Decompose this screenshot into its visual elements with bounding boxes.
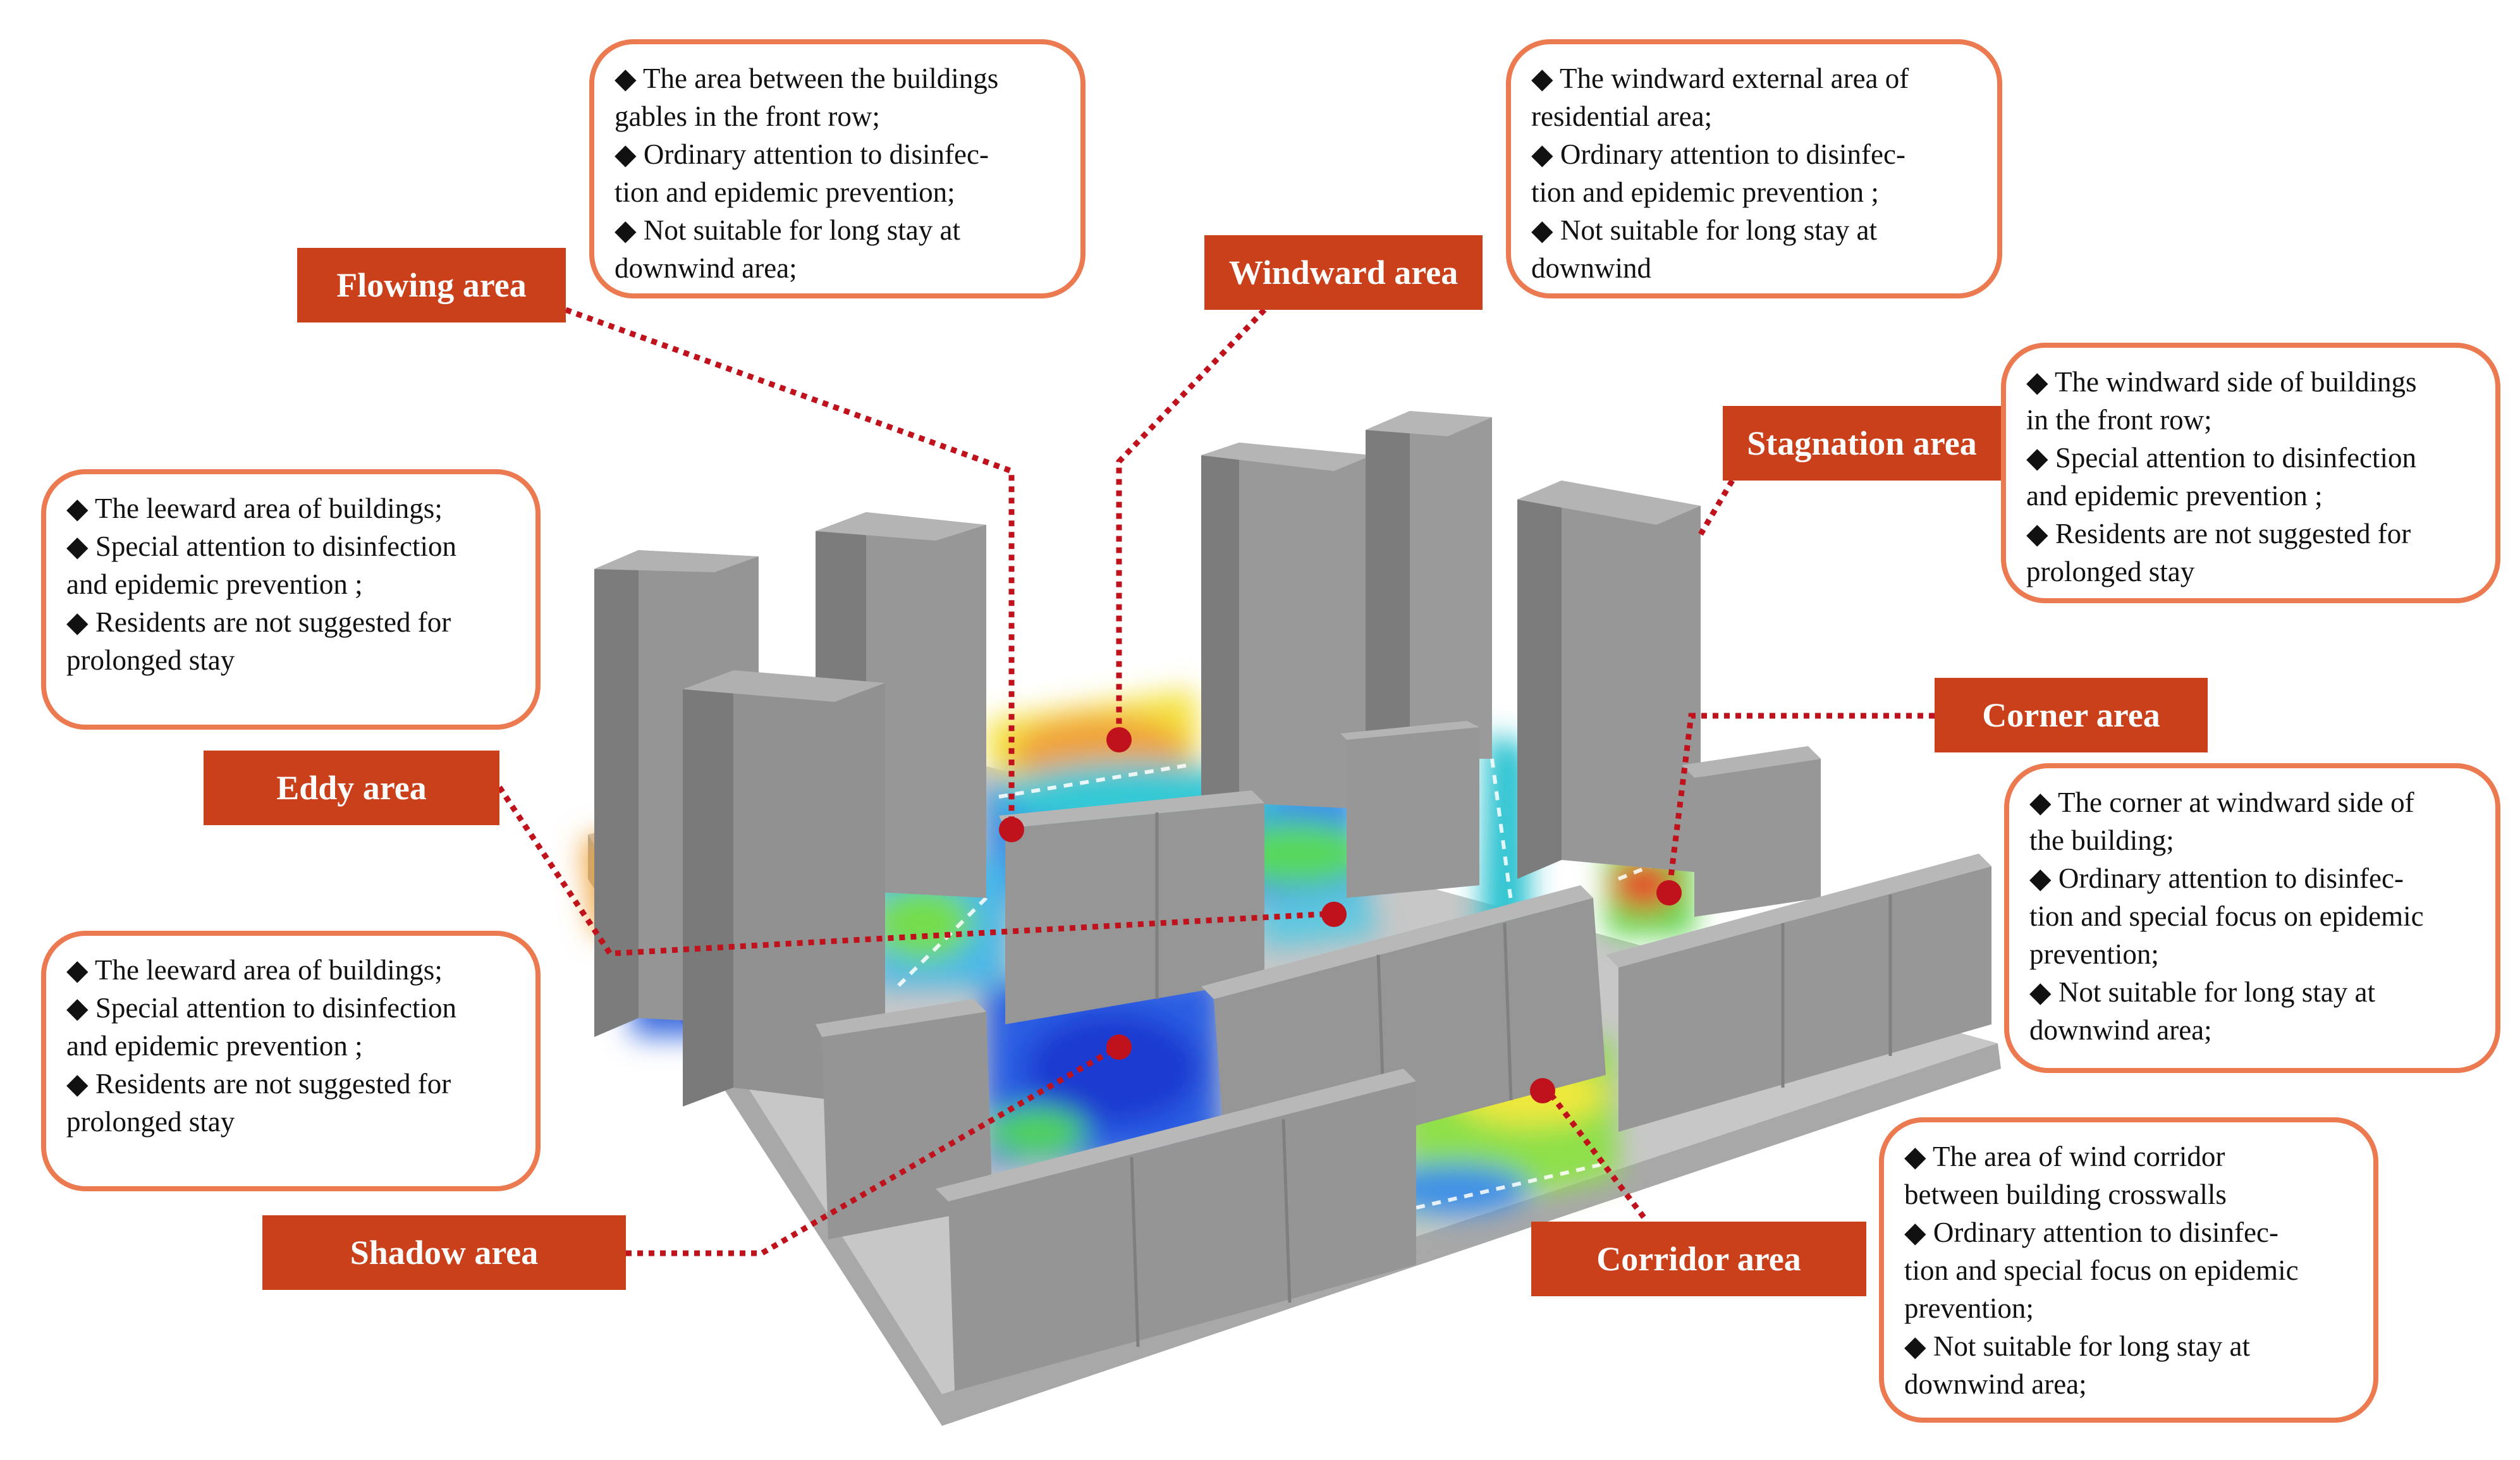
note-line: ◆ Special attention to disinfection: [66, 992, 456, 1024]
note-line: ◆ Ordinary attention to disinfec-: [1904, 1217, 2278, 1248]
note-line: ◆ Not suitable for long stay at: [2029, 976, 2376, 1008]
note-line: the building;: [2029, 825, 2174, 856]
note-line: and epidemic prevention ;: [66, 1030, 363, 1062]
note-line: tion and epidemic prevention;: [615, 176, 955, 208]
note-line: tion and epidemic prevention ;: [1531, 176, 1879, 208]
callout-eddy: ◆ The leeward area of buildings; ◆ Speci…: [41, 469, 541, 730]
note-line: ◆ Residents are not suggested for: [66, 606, 451, 638]
note-line: ◆ Special attention to disinfection: [66, 531, 456, 562]
note-line: ◆ Special attention to disinfection: [2026, 442, 2416, 474]
note-line: ◆ The area of wind corridor: [1904, 1141, 2225, 1172]
callout-stagnation: ◆ The windward side of buildings in the …: [2001, 343, 2500, 603]
note-line: prevention;: [1904, 1292, 2034, 1324]
note-line: prolonged stay: [2026, 556, 2195, 587]
note-line: ◆ The leeward area of buildings;: [66, 954, 443, 986]
marker-shadow: [1106, 1034, 1132, 1060]
label-stagnation-area: Stagnation area: [1723, 406, 2001, 481]
note-line: ◆ The corner at windward side of: [2029, 787, 2414, 818]
note-line: prevention;: [2029, 938, 2159, 970]
note-line: tion and special focus on epidemic: [1904, 1254, 2299, 1286]
note-line: prolonged stay: [66, 1106, 235, 1138]
block-left-small: [816, 999, 993, 1239]
label-shadow-area: Shadow area: [262, 1215, 626, 1290]
note-line: downwind: [1531, 252, 1651, 284]
marker-windward: [1106, 727, 1132, 752]
leader-shadow: [626, 1044, 1121, 1256]
note-line: tion and special focus on epidemic: [2029, 900, 2424, 932]
note-line: between building crosswalls: [1904, 1179, 2227, 1210]
leader-stagnation: [1698, 479, 1735, 536]
tower-back-3: [1517, 481, 1701, 879]
note-line: ◆ Residents are not suggested for: [2026, 518, 2411, 549]
leader-lines: [497, 307, 1935, 1256]
note-line: and epidemic prevention ;: [2026, 480, 2323, 512]
note-line: downwind area;: [1904, 1368, 2087, 1400]
note-line: ◆ Ordinary attention to disinfec-: [615, 138, 989, 170]
note-line: ◆ The windward side of buildings: [2026, 366, 2417, 398]
residential-buildings: [594, 411, 1991, 1391]
note-line: ◆ Ordinary attention to disinfec-: [1531, 138, 1905, 170]
callout-corridor: ◆ The area of wind corridor between buil…: [1879, 1117, 2378, 1423]
block-right-small: [1682, 746, 1821, 917]
block-right-row: [1606, 854, 1991, 1132]
note-line: ◆ Not suitable for long stay at: [1904, 1330, 2251, 1362]
note-line: ◆ The windward external area of: [1531, 63, 1909, 94]
tower-left-front: [683, 670, 885, 1107]
label-windward-area: Windward area: [1204, 235, 1483, 310]
marker-flowing: [999, 817, 1024, 842]
marker-eddy: [1321, 902, 1347, 927]
marker-corner: [1656, 880, 1682, 905]
note-line: in the front row;: [2026, 404, 2212, 436]
label-corridor-area: Corridor area: [1531, 1222, 1866, 1296]
callout-shadow: ◆ The leeward area of buildings; ◆ Speci…: [41, 931, 541, 1191]
note-line: ◆ Ordinary attention to disinfec-: [2029, 862, 2404, 894]
block-front-row: [936, 1069, 1416, 1391]
note-line: ◆ Not suitable for long stay at: [615, 214, 961, 246]
note-line: downwind area;: [2029, 1014, 2212, 1046]
leader-corner: [1666, 713, 1935, 892]
callout-windward: ◆ The windward external area of resident…: [1506, 39, 2002, 298]
note-line: ◆ Residents are not suggested for: [66, 1068, 451, 1100]
tower-back-2: [1366, 411, 1492, 778]
note-line: ◆ The leeward area of buildings;: [66, 493, 443, 524]
note-line: ◆ The area between the buildings: [615, 63, 999, 94]
note-line: prolonged stay: [66, 644, 235, 676]
area-markers: [999, 727, 1682, 1103]
marker-corridor: [1530, 1078, 1555, 1103]
tower-back-1: [1201, 443, 1372, 816]
note-line: residential area;: [1531, 101, 1713, 132]
callout-flowing: ◆ The area between the buildings gables …: [589, 39, 1086, 298]
label-flowing-area: Flowing area: [297, 248, 566, 322]
label-corner-area: Corner area: [1935, 678, 2208, 752]
block-center-left: [999, 790, 1264, 1024]
callout-corner: ◆ The corner at windward side of the bui…: [2004, 763, 2500, 1073]
block-center: [1340, 721, 1479, 898]
leader-corridor: [1543, 1086, 1646, 1219]
note-line: gables in the front row;: [615, 101, 880, 132]
label-eddy-area: Eddy area: [204, 751, 499, 825]
leader-windward: [1116, 307, 1267, 740]
note-line: ◆ Not suitable for long stay at: [1531, 214, 1878, 246]
note-line: downwind area;: [615, 252, 797, 284]
note-line: and epidemic prevention ;: [66, 568, 363, 600]
